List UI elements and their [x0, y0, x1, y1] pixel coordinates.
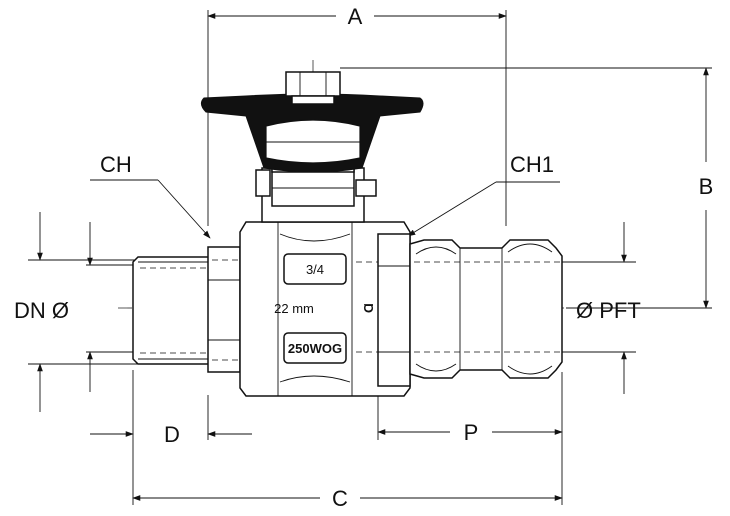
ch1-leader-diagonal — [407, 181, 497, 237]
dimension-label-c: C — [332, 486, 348, 511]
dimension-lines — [37, 13, 709, 501]
dimension-label-pft: Ø PFT — [576, 298, 641, 323]
marking-size: 3/4 — [306, 262, 324, 277]
marking-diameter: 22 mm — [274, 301, 314, 316]
dimension-label-ch1: CH1 — [510, 152, 554, 177]
marking-rating: 250WOG — [288, 341, 342, 356]
dimension-label-d: D — [164, 422, 180, 447]
ch-leader-diagonal — [157, 179, 211, 239]
dimension-label-b: B — [699, 174, 714, 199]
brand-mark: Ɑ — [361, 303, 376, 313]
dimension-label-a: A — [348, 4, 363, 29]
dimension-label-p: P — [464, 420, 479, 445]
dimension-label-dn: DN Ø — [14, 298, 69, 323]
valve-body-geometry — [132, 71, 563, 397]
extension-lines — [28, 10, 712, 505]
dimension-label-ch: CH — [100, 152, 132, 177]
